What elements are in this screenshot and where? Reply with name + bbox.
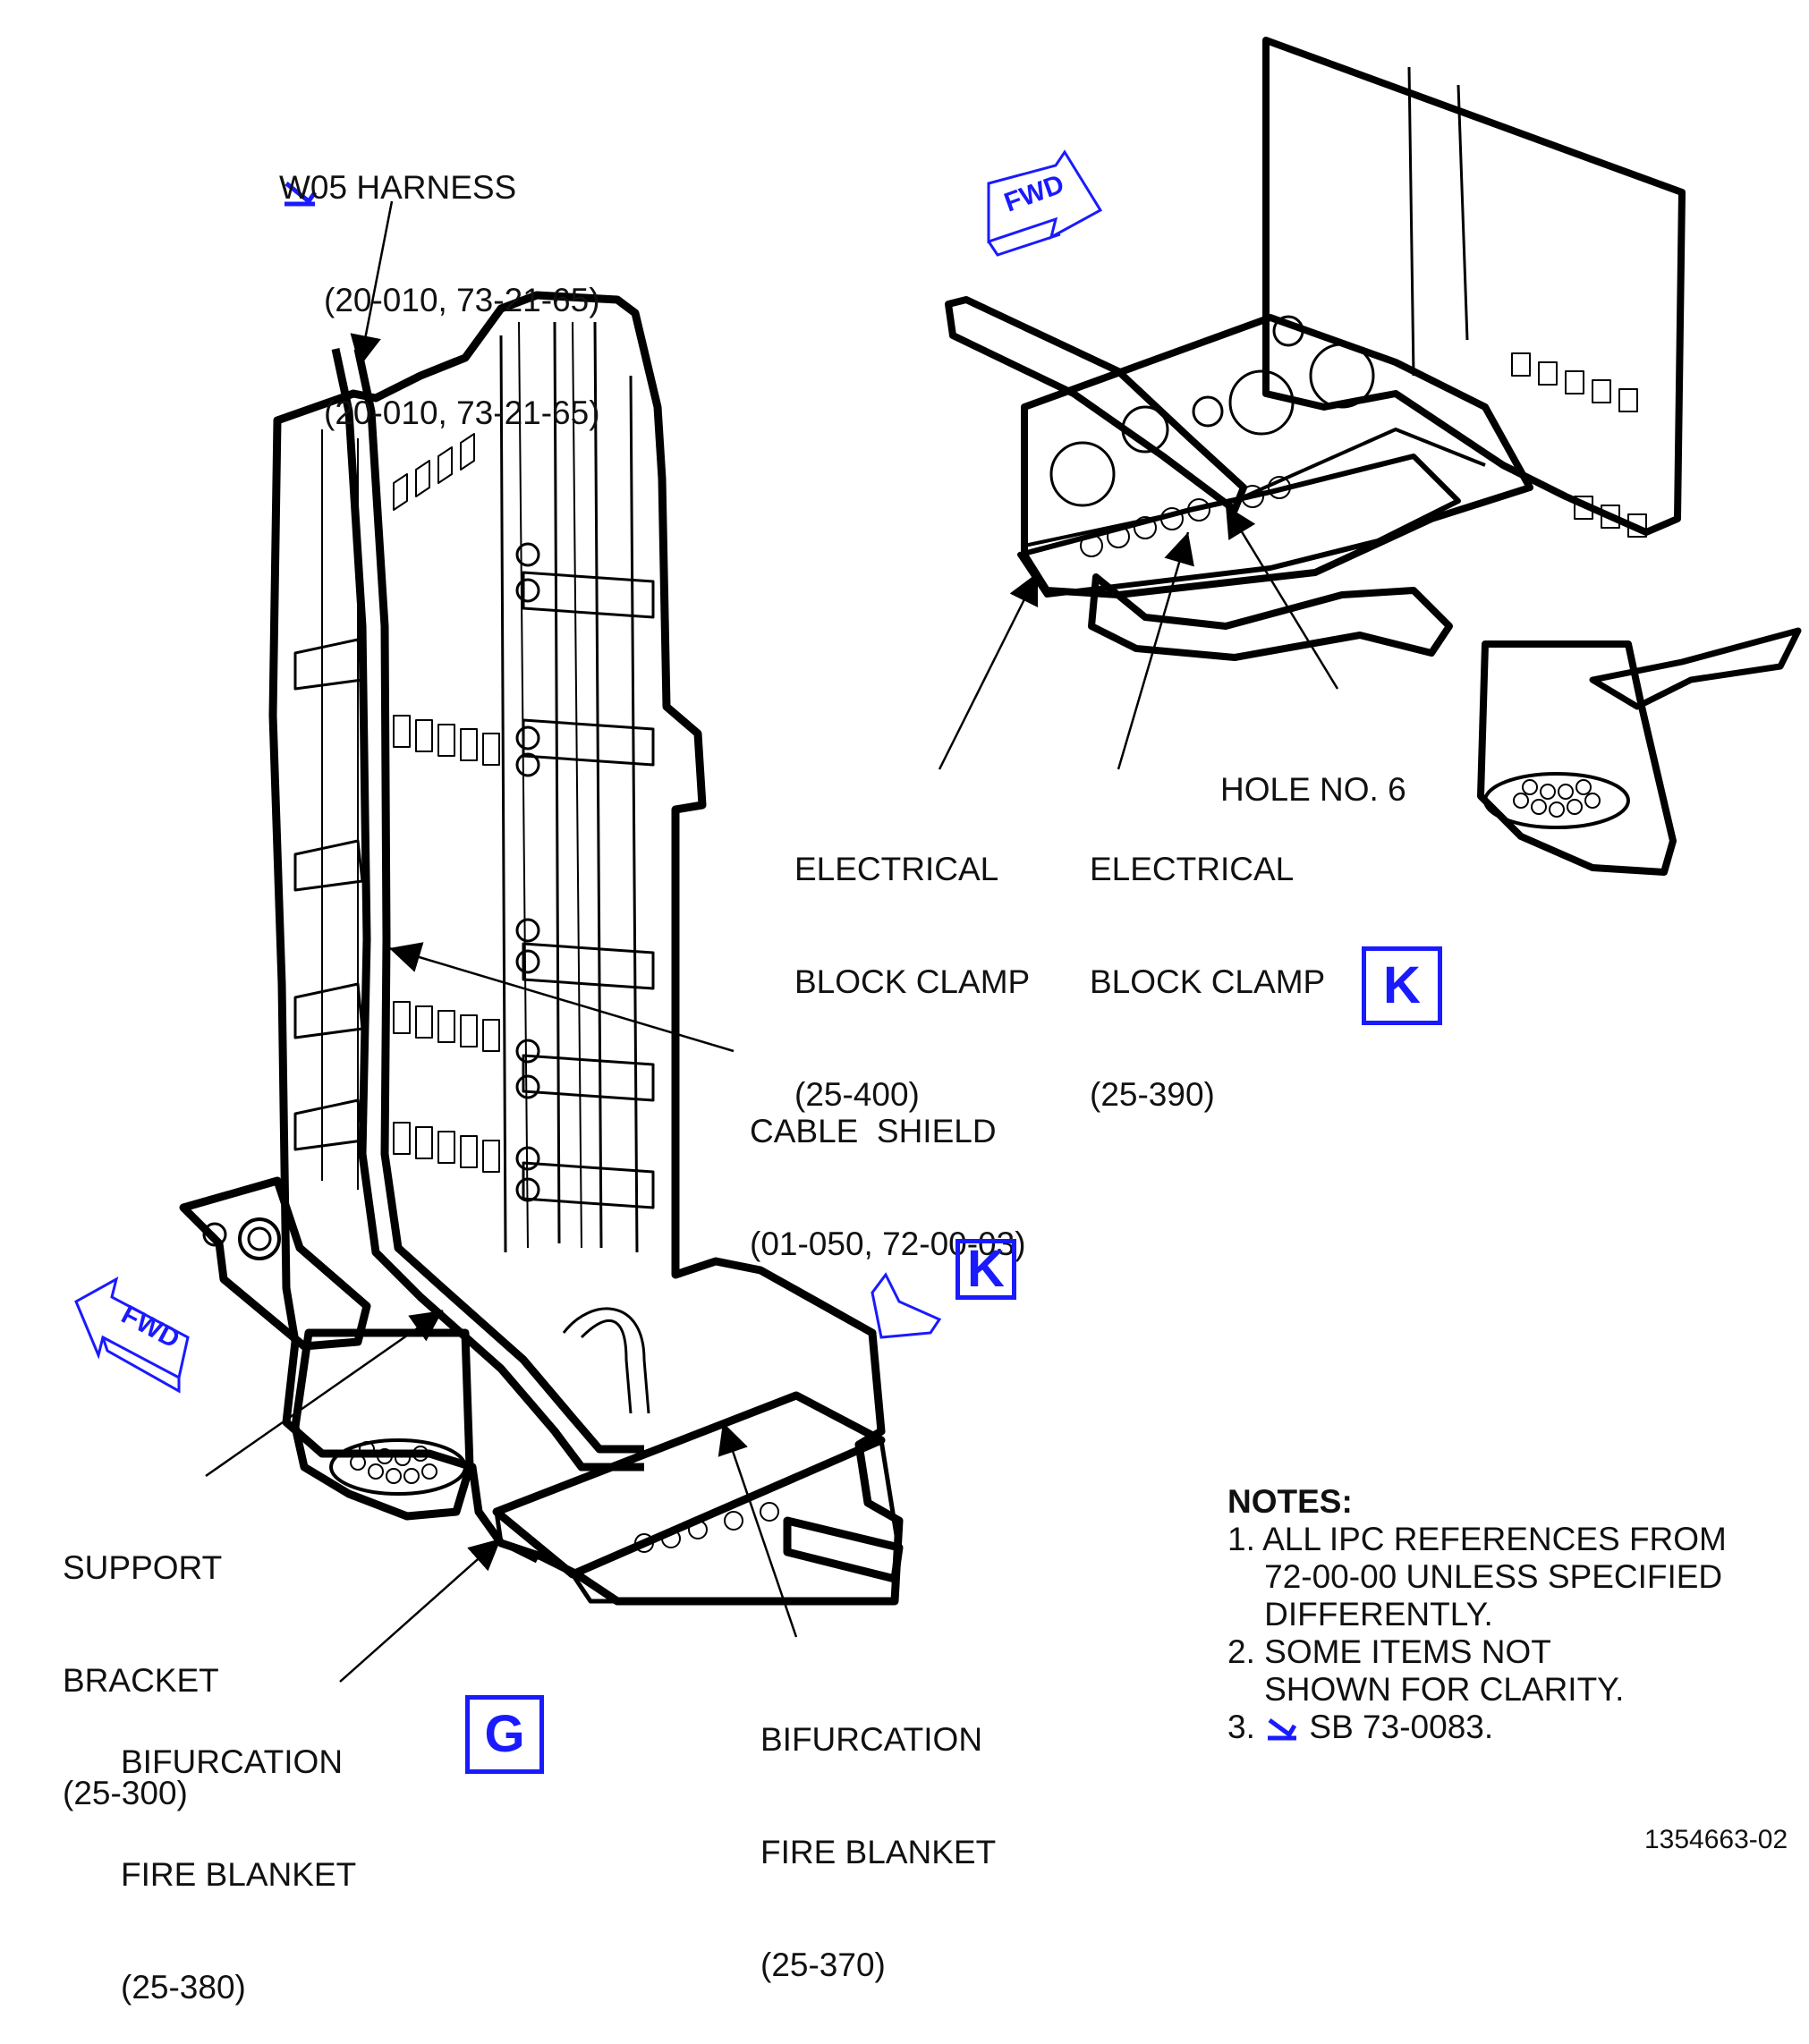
note-1-line2: 72-00-00 UNLESS SPECIFIED	[1227, 1558, 1723, 1595]
view-g-title-box: G	[465, 1695, 544, 1774]
label-clamp-400-line1: ELECTRICAL	[794, 851, 999, 887]
view-k-pointer-arrow	[871, 1272, 942, 1339]
label-hole-no-6: HOLE NO. 6	[1220, 696, 1406, 846]
sb-mark-icon-note	[1268, 1717, 1297, 1741]
label-bif-380-line2: FIRE BLANKET	[121, 1856, 357, 1893]
leader-hole-no-6	[1224, 505, 1339, 690]
notes-block: NOTES: 1. ALL IPC REFERENCES FROM 72-00-…	[1227, 1483, 1727, 1746]
label-hole-no-6-text: HOLE NO. 6	[1220, 771, 1406, 808]
sb-mark-icon-harness	[285, 182, 318, 207]
label-bif-380-line3: (25-380)	[121, 1969, 246, 2006]
note-1-line3: DIFFERENTLY.	[1227, 1596, 1493, 1633]
label-bif-370-line1: BIFURCATION	[760, 1721, 983, 1758]
label-support-bracket-line2: BRACKET	[63, 1662, 219, 1699]
view-k-reference-box: K	[955, 1239, 1016, 1300]
fwd-arrow-left-shape	[74, 1276, 190, 1394]
label-bif-blanket-380: BIFURCATION FIRE BLANKET (25-380)	[121, 1668, 356, 2044]
label-cable-shield-line1: CABLE SHIELD	[750, 1113, 997, 1149]
label-w05-harness-line1: W05 HARNESS	[279, 169, 517, 206]
note-3-prefix: 3.	[1227, 1709, 1265, 1745]
view-k-assembly	[945, 37, 1802, 876]
leader-bif-blanket-370	[718, 1421, 798, 1638]
leader-lines	[205, 200, 1339, 1683]
label-clamp-390-line1: ELECTRICAL	[1090, 851, 1295, 887]
leader-elec-clamp-400	[938, 572, 1040, 770]
fwd-arrow-right-shape	[987, 149, 1103, 257]
leader-w05-harness	[350, 200, 394, 368]
label-elec-clamp-400: ELECTRICAL BLOCK CLAMP (25-400)	[794, 776, 1030, 1151]
label-clamp-390-line2: BLOCK CLAMP	[1090, 963, 1326, 1000]
label-bif-380-line1: BIFURCATION	[121, 1743, 344, 1780]
note-2-line1: 2. SOME ITEMS NOT	[1227, 1633, 1551, 1670]
label-bif-370-line2: FIRE BLANKET	[760, 1834, 997, 1870]
view-g-assembly	[179, 291, 904, 1606]
label-clamp-400-line3: (25-400)	[794, 1076, 920, 1113]
label-support-bracket: SUPPORT BRACKET (25-300)	[63, 1474, 222, 1850]
view-k-title-box: K	[1362, 946, 1442, 1025]
note-3-text: SB 73-0083.	[1300, 1709, 1494, 1745]
document-number: 1354663-02	[1644, 1825, 1788, 1854]
label-elec-clamp-390: ELECTRICAL BLOCK CLAMP (25-390)	[1090, 776, 1325, 1151]
label-w05-harness-line3: (20-010, 73-21-65)	[324, 394, 600, 431]
leader-cable-shield	[388, 942, 735, 1053]
leader-bif-blanket-380	[339, 1538, 502, 1683]
note-1-line1: 1. ALL IPC REFERENCES FROM	[1227, 1521, 1727, 1557]
label-cable-shield-line2: (01-050, 72-00-03)	[750, 1226, 1026, 1262]
label-cable-shield: CABLE SHIELD (01-050, 72-00-03)	[750, 1038, 1026, 1301]
notes-title: NOTES:	[1227, 1483, 1353, 1520]
label-w05-harness: W05 HARNESS (20-010, 73-21-65) (20-010, …	[279, 94, 600, 470]
illustration-canvas: FWD FWD	[74, 37, 1802, 1683]
label-clamp-390-line3: (25-390)	[1090, 1076, 1215, 1113]
note-3: 3. SB 73-0083.	[1227, 1709, 1727, 1746]
note-2-line2: SHOWN FOR CLARITY.	[1227, 1671, 1625, 1708]
label-clamp-400-line2: BLOCK CLAMP	[794, 963, 1031, 1000]
label-support-bracket-line3: (25-300)	[63, 1775, 188, 1811]
label-w05-harness-line2: (20-010, 73-21-65)	[324, 282, 600, 318]
leader-elec-clamp-390	[1117, 531, 1194, 770]
label-bif-370-line3: (25-370)	[760, 1946, 886, 1983]
leader-support-bracket	[205, 1309, 444, 1478]
label-support-bracket-line1: SUPPORT	[63, 1549, 223, 1586]
label-bif-blanket-370: BIFURCATION FIRE BLANKET (25-370)	[760, 1646, 996, 2022]
